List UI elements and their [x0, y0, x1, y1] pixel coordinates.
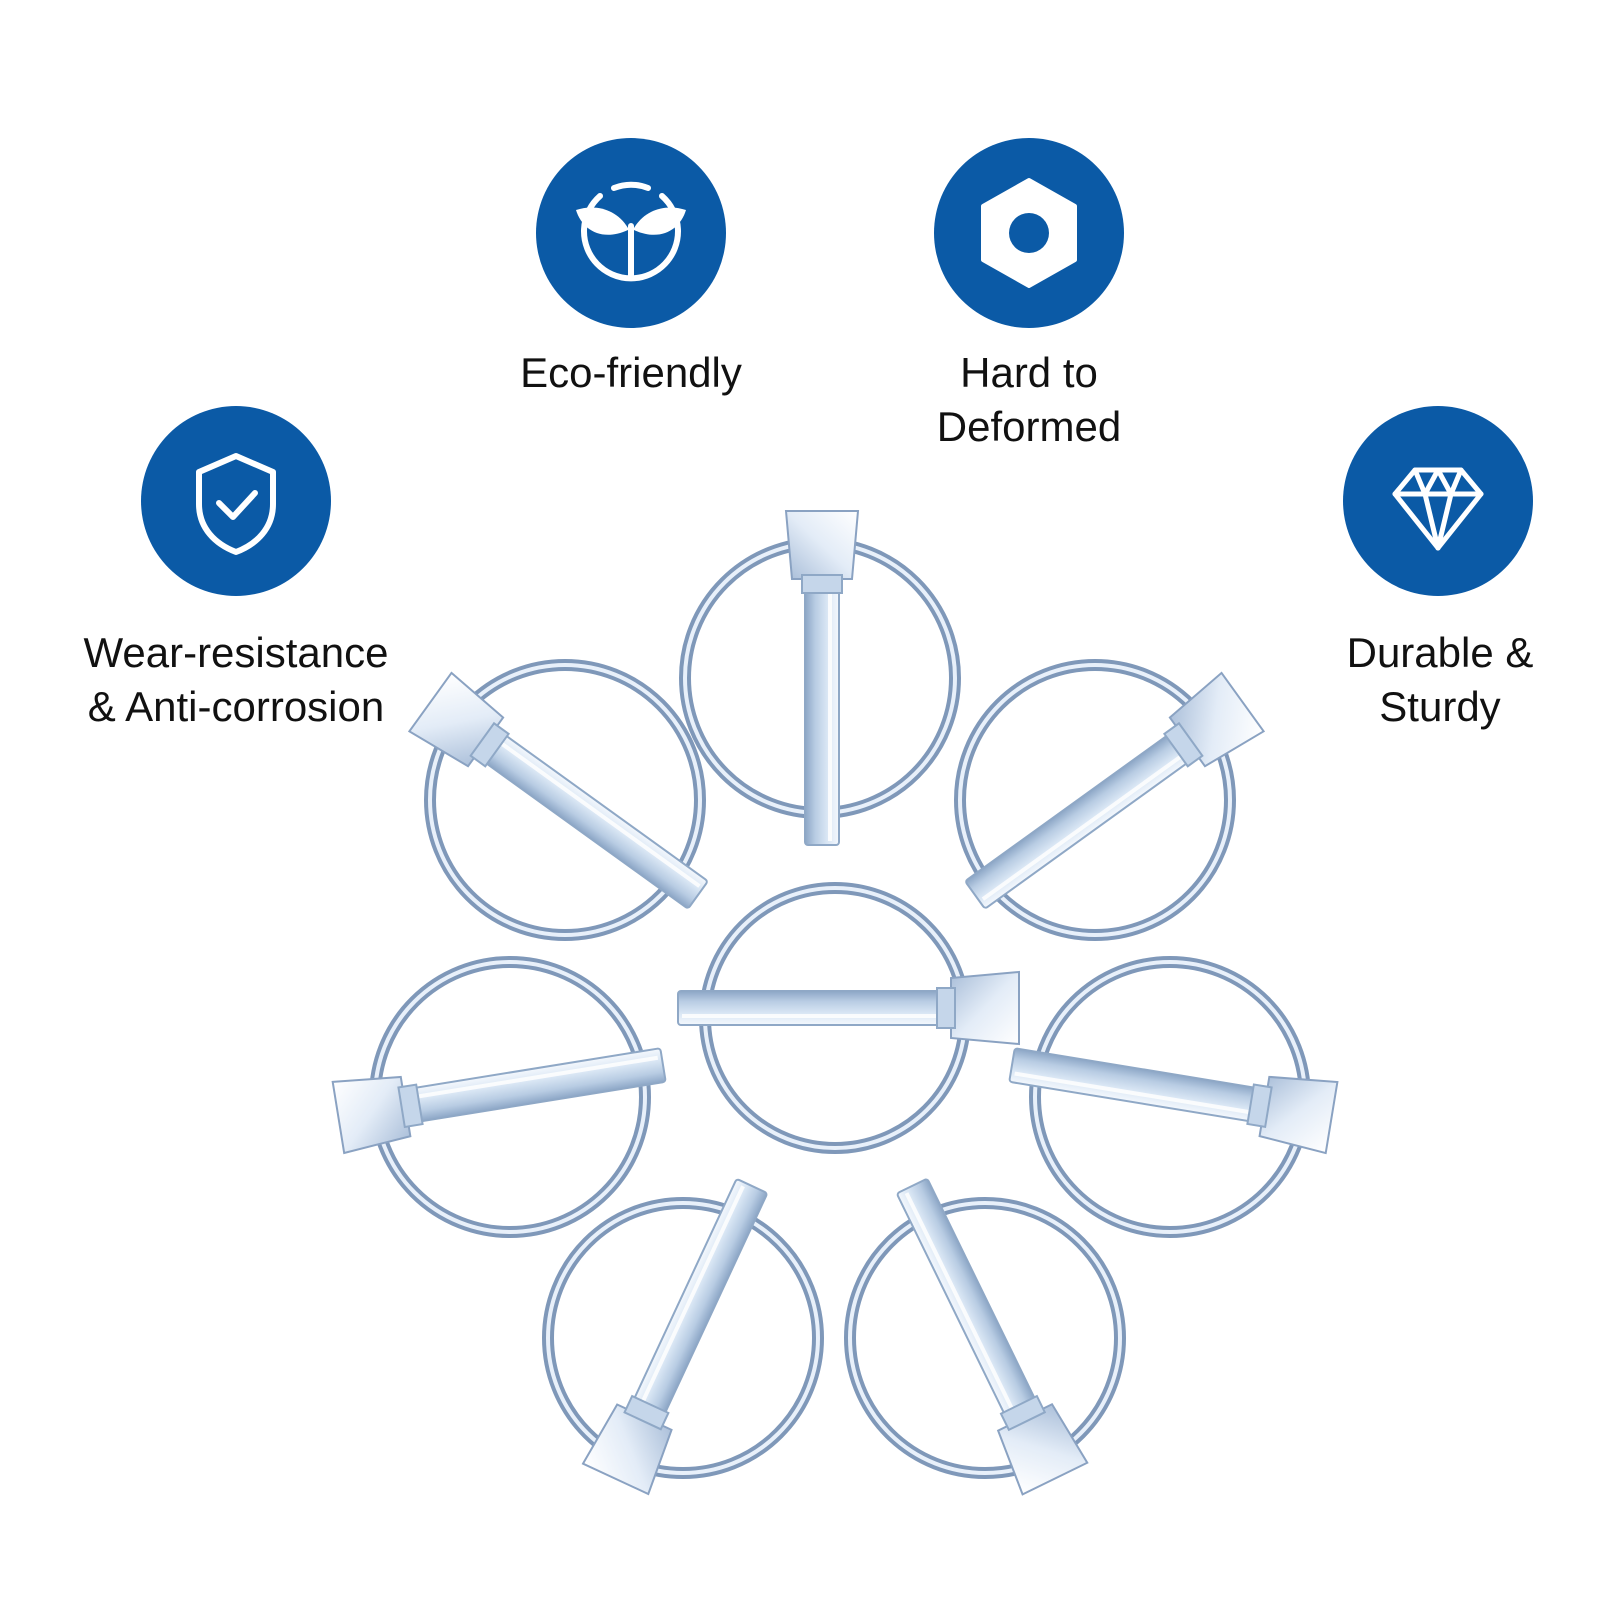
hex-nut-icon — [934, 138, 1124, 328]
linch-pin — [407, 659, 708, 941]
pin-cap — [996, 1402, 1089, 1496]
pin-collar — [1246, 1083, 1273, 1129]
linch-pin — [542, 1178, 824, 1496]
hard-to-deformed-label: Hard to Deformed — [886, 346, 1172, 454]
pin-shaft — [677, 970, 1020, 1046]
pin-cap — [950, 970, 1020, 1046]
wear-resistance-badge — [141, 406, 331, 596]
pin-ring-highlight — [958, 663, 1232, 937]
pins-group — [331, 510, 1339, 1496]
wear-resistance-label-line-2: & Anti-corrosion — [87, 683, 385, 730]
pin-collar — [936, 987, 956, 1029]
pin-shaft — [896, 1178, 1089, 1496]
shield-check-icon — [141, 406, 331, 596]
pin-cap — [331, 1075, 412, 1155]
pin-collar — [469, 721, 511, 768]
pin-shaft-shine — [374, 1055, 659, 1106]
linch-pin — [844, 1178, 1126, 1496]
hard-to-deformed-badge — [934, 138, 1124, 328]
pin-shaft-shine — [1014, 1071, 1294, 1122]
pin-shaft — [1008, 1047, 1339, 1155]
durable-sturdy-label-line-1: Durable & — [1346, 629, 1534, 676]
pin-shaft — [331, 1047, 667, 1155]
linch-pin — [331, 956, 667, 1238]
pin-shaft — [784, 510, 860, 846]
sprout-icon — [536, 138, 726, 328]
pin-ring-highlight — [848, 1201, 1122, 1475]
linch-pin — [677, 882, 1020, 1154]
pin-shaft-shine — [464, 716, 701, 888]
pin-collar — [623, 1394, 670, 1431]
eco-friendly-label-line-1: Eco-friendly — [520, 349, 742, 396]
eco-friendly-label: Eco-friendly — [486, 346, 776, 400]
pin-shaft-shine — [622, 1185, 745, 1442]
pin-collar — [1162, 721, 1204, 768]
wear-resistance-label-line-1: Wear-resistance — [83, 629, 389, 676]
pin-ring-highlight — [428, 663, 702, 937]
hard-to-deformed-label-line-1: Hard to — [960, 349, 1098, 396]
eco-friendly-badge — [536, 138, 726, 328]
hard-to-deformed-label-line-2: Deformed — [936, 403, 1122, 450]
wear-resistance-label: Wear-resistance & Anti-corrosion — [46, 626, 426, 734]
durable-sturdy-label-line-2: Sturdy — [1379, 683, 1501, 730]
pin-cap — [1258, 1075, 1339, 1155]
pin-collar — [801, 574, 843, 594]
linch-pin — [1008, 956, 1339, 1238]
pin-ring-highlight — [546, 1201, 820, 1475]
pin-shaft — [965, 671, 1266, 909]
durable-sturdy-badge — [1343, 406, 1533, 596]
pin-shaft — [581, 1178, 768, 1496]
pin-shaft-shine — [981, 729, 1218, 901]
linch-pin — [954, 659, 1266, 941]
pin-cap — [581, 1403, 673, 1496]
pin-collar — [999, 1394, 1047, 1432]
pin-shaft-shine — [904, 1192, 1033, 1449]
durable-sturdy-label: Durable & Sturdy — [1290, 626, 1590, 734]
pin-shaft — [407, 671, 708, 909]
linch-pin — [679, 510, 961, 846]
pin-cap — [784, 510, 860, 580]
pin-collar — [397, 1083, 424, 1129]
diamond-icon — [1343, 406, 1533, 596]
